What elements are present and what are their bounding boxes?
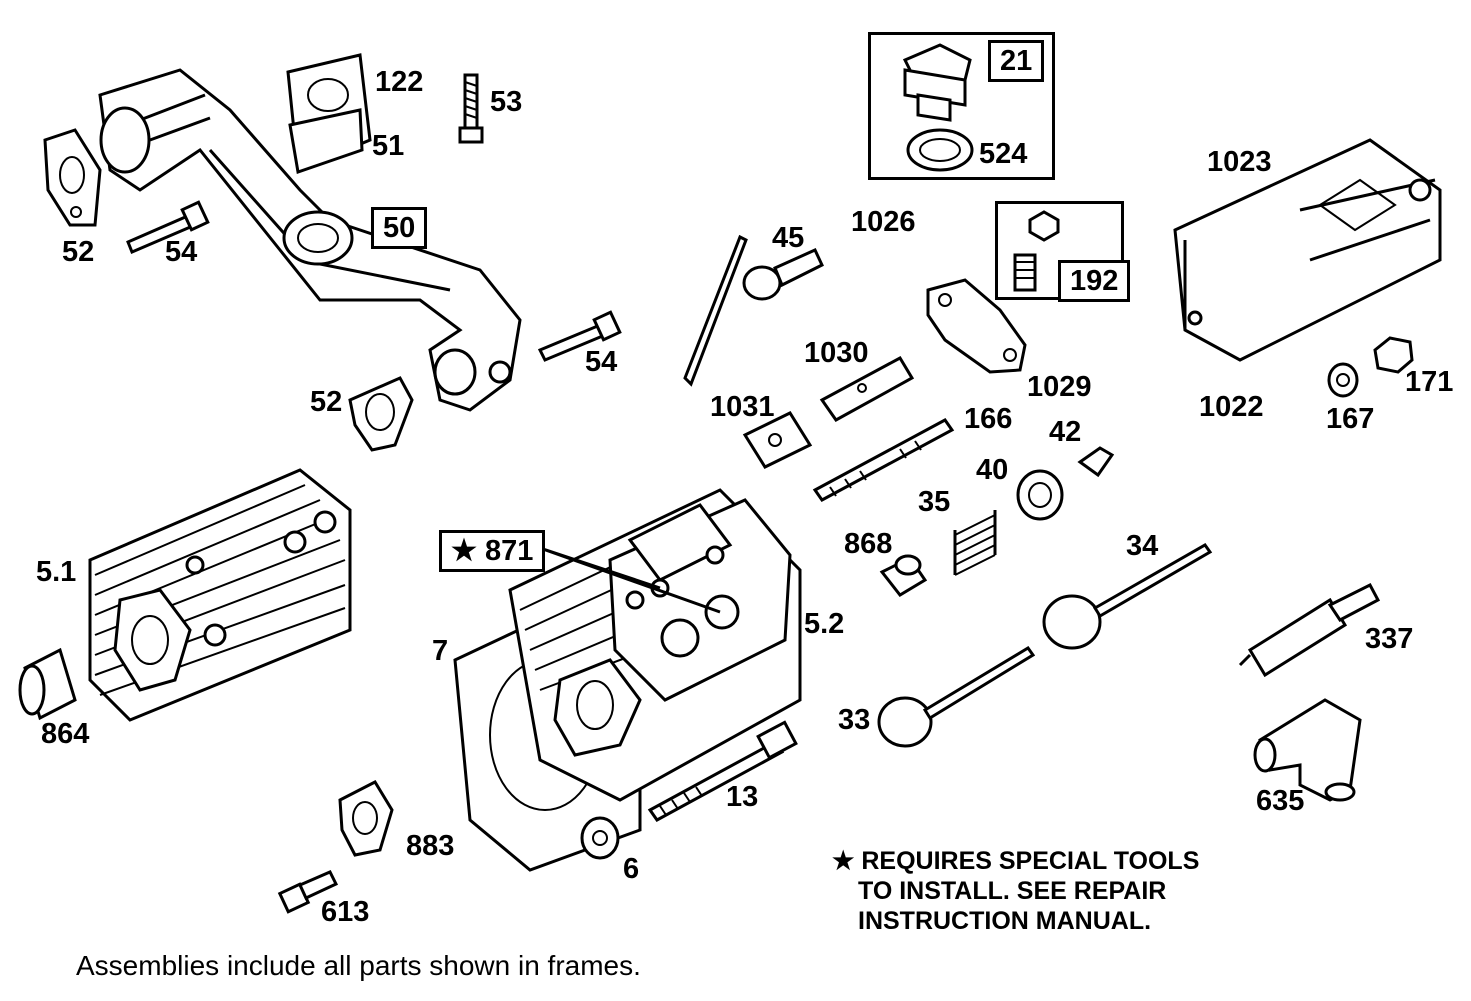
rocker-bracket-part-1029 [926, 278, 1027, 374]
spark-plug-part-337 [1238, 583, 1381, 678]
part-label-7: 7 [432, 635, 449, 667]
sleeve-part-864 [18, 647, 77, 721]
nut-part-171 [1373, 336, 1414, 374]
nut-stud-part-192 [1013, 210, 1060, 292]
part-label-1029: 1029 [1027, 371, 1092, 403]
part-label-54: 54 [165, 236, 198, 268]
part-label-13: 13 [726, 781, 759, 813]
gasket-part-52-upper [43, 128, 102, 227]
part-label-883: 883 [406, 830, 455, 862]
spark-plug-boot-part-635 [1253, 698, 1362, 802]
part-label-33: 33 [838, 704, 871, 736]
part-label-192: 192 [1058, 260, 1131, 302]
valve-keeper-part-42 [1077, 446, 1115, 478]
part-label-868: 868 [844, 528, 893, 560]
retainer-part-1031 [742, 411, 813, 469]
rocker-shaft-part-1030 [819, 356, 915, 422]
part-label-1023: 1023 [1207, 146, 1272, 178]
part-label-5-2: 5.2 [804, 608, 845, 640]
part-label-1030: 1030 [804, 337, 869, 369]
part-label-864: 864 [41, 718, 90, 750]
part-label-51: 51 [372, 130, 405, 162]
part-label-34: 34 [1126, 530, 1159, 562]
assemblies-footnote: Assemblies include all parts shown in fr… [76, 950, 641, 981]
part-label-166: 166 [964, 403, 1013, 435]
part-label-337: 337 [1365, 623, 1414, 655]
bolt-part-54-lower [537, 310, 622, 362]
part-label-6: 6 [623, 853, 640, 885]
part-label-45: 45 [772, 222, 805, 254]
part-label-524: 524 [979, 138, 1028, 170]
part-label-40: 40 [976, 454, 1009, 486]
bolt-part-54-upper [126, 200, 210, 254]
washer-part-6 [580, 816, 620, 860]
oil-fill-cap-part-21 [902, 43, 974, 172]
part-label-167: 167 [1326, 403, 1375, 435]
part-label-871: ★ 871 [439, 530, 546, 572]
gasket-part-883 [338, 780, 394, 857]
valve-spring-part-35 [953, 510, 997, 576]
valve-part-34 [1042, 543, 1213, 650]
assembly-frame-oil-cap [868, 32, 1055, 180]
part-label-52: 52 [62, 236, 95, 268]
part-label-5-1: 5.1 [36, 556, 77, 588]
part-label-21: 21 [988, 40, 1045, 82]
note-line-3: INSTRUCTION MANUAL. [858, 907, 1152, 935]
part-label-1031: 1031 [710, 391, 775, 423]
bolt-part-53 [458, 73, 484, 144]
part-label-53: 53 [490, 86, 523, 118]
gasket-part-122-51 [286, 53, 372, 174]
stud-part-166 [812, 418, 955, 502]
part-label-1022: 1022 [1199, 391, 1264, 423]
push-rod-part-1026 [683, 234, 748, 387]
gasket-part-52-lower [348, 376, 414, 452]
part-label-54-lower: 54 [585, 346, 618, 378]
cylinder-head-part-5-1 [88, 468, 352, 722]
valve-seal-part-868 [879, 554, 928, 597]
part-label-635: 635 [1256, 785, 1305, 817]
part-label-1026: 1026 [851, 206, 916, 238]
note-line-2: TO INSTALL. SEE REPAIR [858, 877, 1167, 905]
part-label-50: 50 [371, 207, 428, 249]
valve-part-33 [877, 645, 1036, 748]
part-label-613: 613 [321, 896, 370, 928]
part-label-42: 42 [1049, 416, 1082, 448]
part-label-35: 35 [918, 486, 951, 518]
valve-cover-part-1023 [1173, 138, 1442, 362]
bolt-part-613 [277, 870, 339, 914]
special-tools-note: ★ REQUIRES SPECIAL TOOLS TO INSTALL. SEE… [832, 846, 1199, 936]
part-label-171: 171 [1405, 366, 1454, 398]
intake-tube-part-50 [98, 68, 522, 412]
bolt-part-13 [647, 720, 798, 822]
part-label-52-lower: 52 [310, 386, 343, 418]
part-label-122: 122 [375, 66, 424, 98]
rocker-part-45 [742, 248, 824, 301]
washer-part-167 [1327, 362, 1359, 398]
retainer-part-40 [1016, 469, 1064, 521]
cylinder-head-part-5-2 [508, 488, 802, 802]
note-line-1: ★ REQUIRES SPECIAL TOOLS [832, 847, 1200, 875]
